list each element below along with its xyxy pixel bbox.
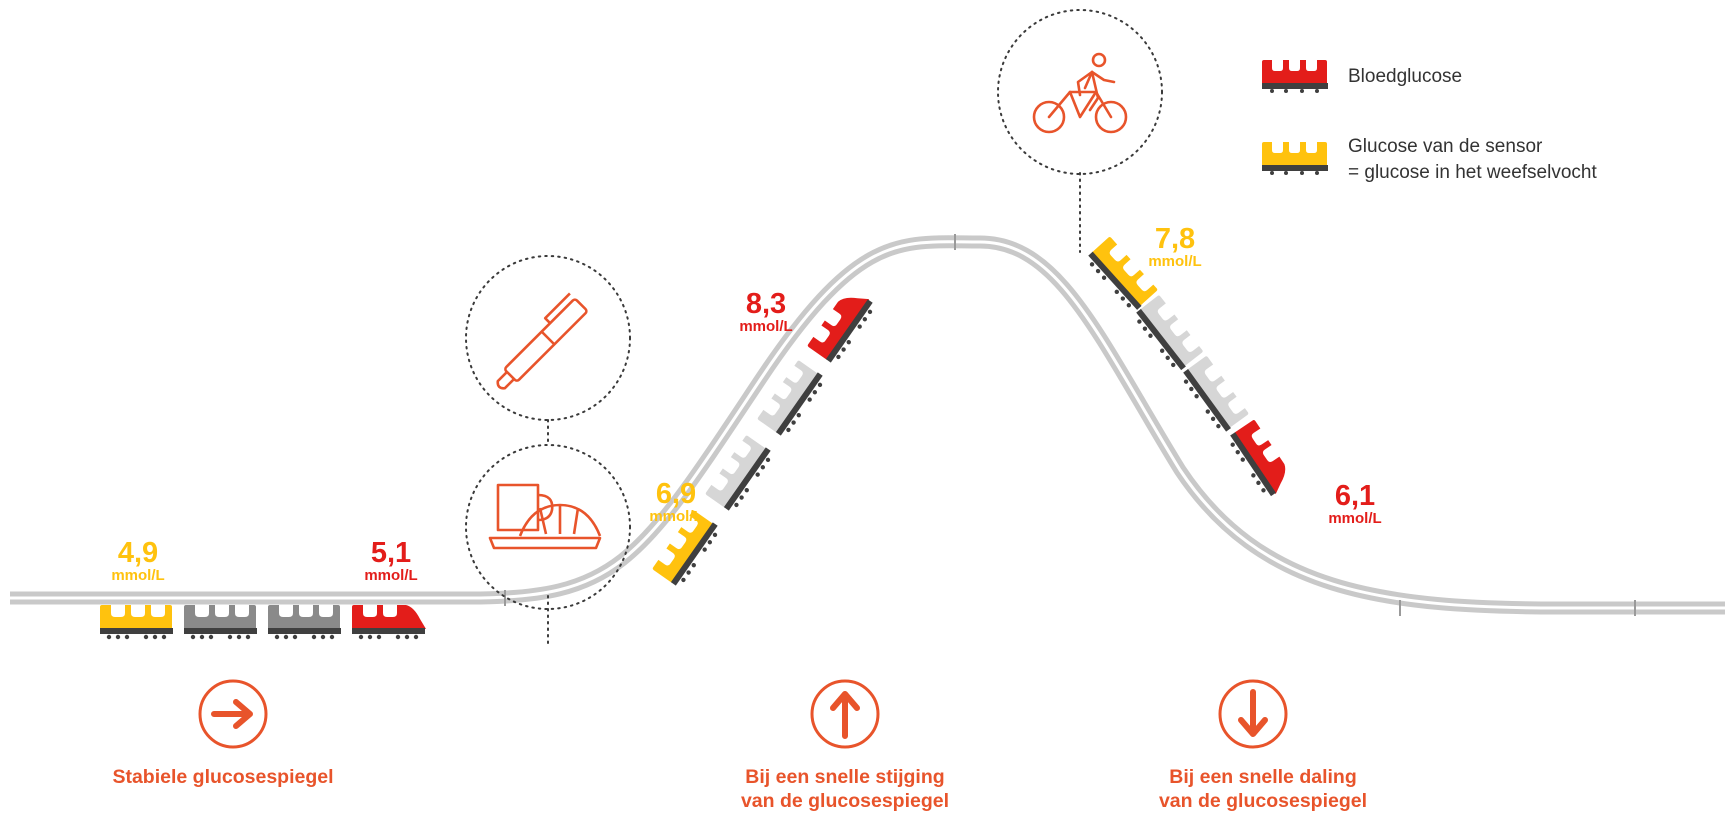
reading-fall-blood: 6,1 mmol/L	[1328, 480, 1381, 527]
legend-sensor-swatch	[1262, 142, 1328, 175]
svg-text:8,3: 8,3	[746, 288, 786, 320]
svg-text:mmol/L: mmol/L	[364, 567, 417, 584]
svg-text:5,1: 5,1	[371, 537, 411, 569]
reading-stable-sensor: 4,9 mmol/L	[111, 537, 164, 584]
rollercoaster-track	[10, 234, 1725, 616]
reading-rise-blood: 8,3 mmol/L	[739, 288, 792, 335]
caption-fall-line1: Bij een snelle daling	[1169, 766, 1356, 788]
legend: Bloedglucose Glucose van de sensor = glu…	[1262, 60, 1597, 183]
legend-sensor-label-line2: = glucose in het weefselvocht	[1348, 162, 1597, 183]
wagon-sensor	[1084, 236, 1158, 314]
caption-rise-line2: van de glucosespiegel	[741, 790, 949, 812]
svg-text:mmol/L: mmol/L	[1148, 253, 1201, 270]
svg-text:6,9: 6,9	[656, 478, 696, 510]
wagon-sensor	[100, 605, 173, 640]
wagon-blood	[352, 605, 426, 640]
svg-text:mmol/L: mmol/L	[649, 508, 702, 525]
breakfast-icon	[465, 444, 631, 610]
svg-text:mmol/L: mmol/L	[739, 318, 792, 335]
svg-text:mmol/L: mmol/L	[111, 567, 164, 584]
reading-stable-blood: 5,1 mmol/L	[364, 537, 417, 584]
svg-text:7,8: 7,8	[1155, 223, 1195, 255]
train-stable	[100, 605, 426, 640]
reading-fall-sensor: 7,8 mmol/L	[1148, 223, 1201, 270]
arrow-down-icon	[1218, 679, 1288, 749]
reading-rise-sensor: 6,9 mmol/L	[649, 478, 702, 525]
wagon-middle	[184, 605, 257, 640]
wagon-middle	[1178, 355, 1249, 435]
legend-blood-swatch	[1262, 60, 1328, 93]
cyclist-icon	[997, 9, 1163, 175]
wagon-middle	[1132, 294, 1204, 374]
wagon-middle	[268, 605, 341, 640]
caption-stable: Stabiele glucosespiegel	[112, 766, 333, 788]
svg-text:6,1: 6,1	[1335, 480, 1375, 512]
arrow-right-icon	[198, 679, 268, 749]
legend-sensor-label-line1: Glucose van de sensor	[1348, 136, 1543, 157]
caption-fall-line2: van de glucosespiegel	[1159, 790, 1367, 812]
svg-text:4,9: 4,9	[118, 537, 158, 569]
dotted-connectors	[547, 172, 1081, 646]
wagon-blood	[1225, 419, 1296, 499]
insulin-pen-icon	[465, 255, 631, 421]
legend-blood-label: Bloedglucose	[1348, 66, 1462, 87]
arrow-up-icon	[810, 679, 880, 749]
caption-rise-line1: Bij een snelle stijging	[745, 766, 944, 788]
svg-text:mmol/L: mmol/L	[1328, 510, 1381, 527]
